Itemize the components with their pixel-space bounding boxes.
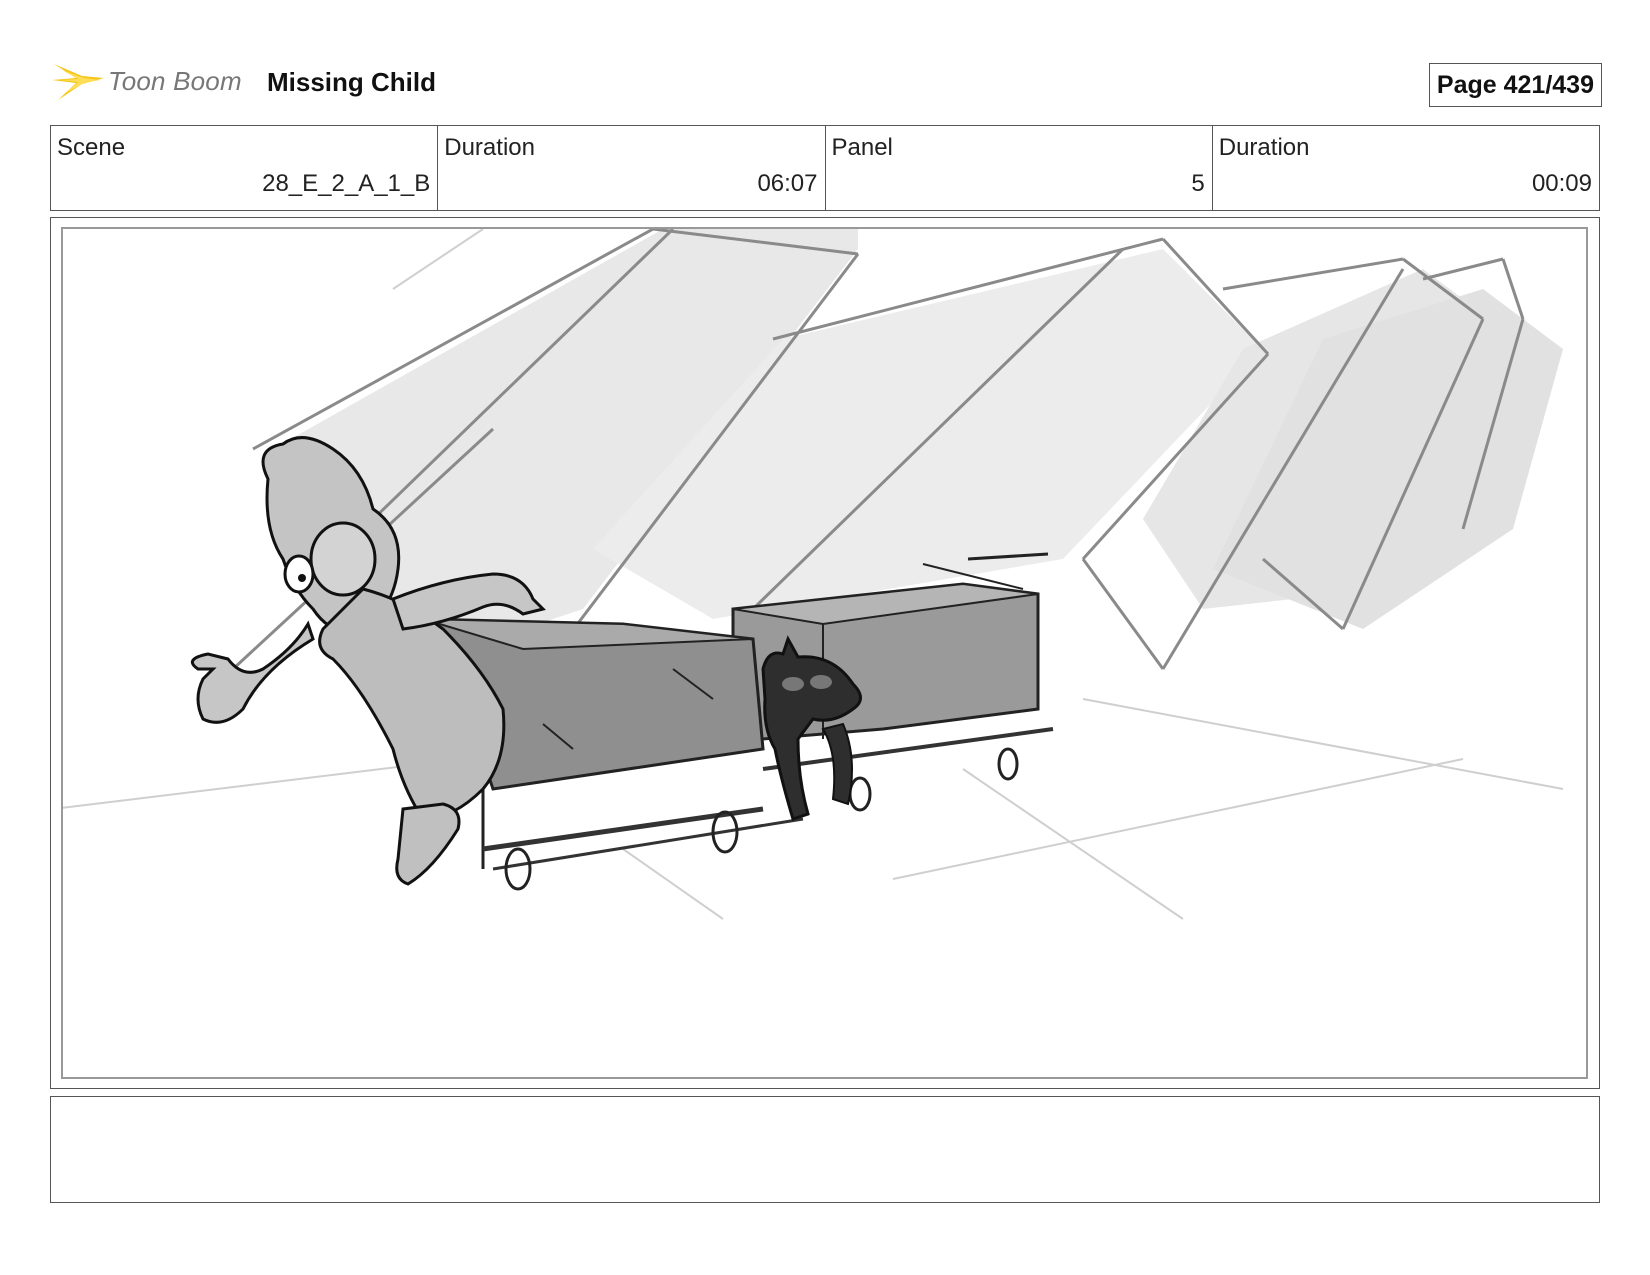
scene-label: Scene: [57, 134, 126, 161]
panel-drawing: [61, 227, 1588, 1079]
scene-duration-value: 06:07: [757, 170, 818, 197]
rear-carriage: [731, 552, 1054, 812]
scene-cell: Scene 28_E_2_A_1_B: [51, 126, 439, 210]
toon-boom-logo: Toon Boom: [52, 56, 247, 106]
storyboard-sketch: [63, 229, 1564, 920]
page-header: Toon Boom Missing Child Page 421/439: [52, 56, 1602, 108]
panel-value: 5: [1191, 170, 1205, 197]
project-title: Missing Child: [267, 67, 436, 97]
scene-info-table: Scene 28_E_2_A_1_B Duration 06:07 Panel …: [50, 125, 1600, 211]
woman-character: [190, 436, 546, 886]
panel-duration-label: Duration: [1218, 134, 1310, 161]
logo-text: Toon Boom: [108, 66, 242, 96]
panel-duration-cell: Duration 00:09: [1213, 126, 1599, 210]
storyboard-panel: [50, 217, 1600, 1089]
panel-duration-value: 00:09: [1531, 170, 1592, 197]
panel-label: Panel: [831, 134, 893, 161]
scene-value: 28_E_2_A_1_B: [262, 170, 431, 197]
scene-duration-label: Duration: [444, 134, 535, 161]
background-slabs: [273, 229, 1563, 699]
creature-character: [761, 635, 862, 821]
page-indicator: Page 421/439: [1428, 63, 1602, 107]
front-carriage: [420, 617, 804, 891]
panel-cell: Panel 5: [826, 126, 1213, 210]
scene-duration-cell: Duration 06:07: [438, 126, 826, 210]
panel-notes: [50, 1096, 1600, 1203]
starburst-icon: [52, 64, 104, 100]
